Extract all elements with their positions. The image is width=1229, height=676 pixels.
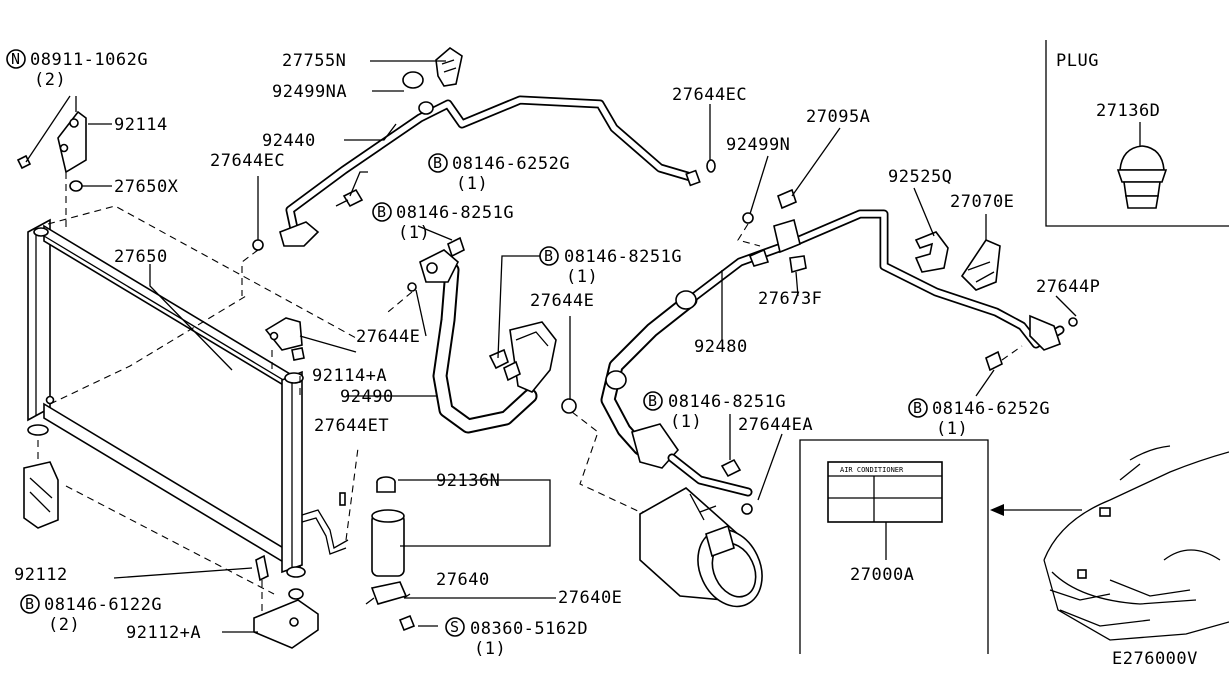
label-08146-8251g-b-qty: (1) [566,267,598,287]
label-08146-6122g: 08146-6122G [44,595,162,615]
callout-n-08911-1062g: N 08911-1062G (2) [6,49,148,90]
label-27070e: 27070E [950,192,1014,212]
bracket-92114 [16,110,87,232]
compressor [639,487,763,608]
plug-27136d [1116,145,1168,209]
label-27644e-a: 27644E [356,327,420,347]
label-08146-6252g-b: 08146-6252G [932,399,1050,419]
marker-b: B [377,203,386,221]
label-92490: 92490 [340,387,394,407]
label-08146-8251g-c: 08146-8251G [668,392,786,412]
label-27640e: 27640E [558,588,622,608]
figure-code: E276000V [1112,649,1198,669]
label-27650x: 27650X [114,177,179,197]
bracket-92114-a [264,317,305,372]
label-08911-1062g-qty: (2) [34,70,66,90]
marker-b: B [648,392,657,410]
pipe-27644et [301,447,359,555]
marker-n: N [11,50,20,68]
callout-b-08146-8251g-c: B 08146-8251G (1) [643,391,786,432]
o-ring-27644ec-a [252,239,264,251]
plug-inset: PLUG 27136D [1045,40,1229,227]
label-92114-a: 92114+A [312,366,387,386]
hose-92490 [387,236,703,513]
label-27673f: 27673F [758,289,822,309]
label-27644ea: 27644EA [738,415,813,435]
label-27644ec-b: 27644EC [672,85,747,105]
label-92480: 92480 [694,337,748,357]
bracket-27095a [737,188,807,274]
label-27644e-b: 27644E [530,291,594,311]
sticker-title: AIR CONDITIONER [840,466,904,474]
callout-b-08146-6122g: B 08146-6122G (2) [20,594,162,635]
bolt-08146-6252g-a [335,188,364,208]
label-92112-a: 92112+A [126,623,201,643]
marker-b: B [913,399,922,417]
arrow-to-car [990,504,1082,516]
label-92525q: 92525Q [888,167,952,187]
bracket-92112-a [253,554,319,649]
callout-b-08146-8251g-b: B 08146-8251G (1) [539,246,682,287]
label-08911-1062g: 08911-1062G [30,50,148,70]
label-27136d: 27136D [1096,101,1160,121]
plug-title: PLUG [1056,51,1099,71]
marker-s: S [450,618,459,636]
label-08146-8251g-b: 08146-8251G [564,247,682,267]
label-27755n: 27755N [282,51,346,71]
callout-b-08146-6252g-b: B 08146-6252G (1) [908,398,1050,439]
label-92440: 92440 [262,131,316,151]
label-08146-8251g-a-qty: (1) [398,223,430,243]
label-27644p: 27644P [1036,277,1100,297]
label-27644et: 27644ET [314,416,389,436]
bracket-92112 [23,440,275,595]
label-92499na: 92499NA [272,82,347,102]
marker-b: B [433,154,442,172]
car-front-view [1043,445,1229,641]
label-08360-5162d-qty: (1) [474,639,506,659]
callout-b-08146-6252g-a: B 08146-6252G (1) [428,153,570,194]
label-27095a: 27095A [806,107,870,127]
condenser-27650 [27,205,357,578]
label-inset: AIR CONDITIONER 27000A [799,439,989,654]
marker-b: B [25,595,34,613]
label-92136n: 92136N [436,471,500,491]
pipe-92440 [279,95,716,247]
label-08146-8251g-a: 08146-8251G [396,203,514,223]
clip-27070e [960,239,1001,291]
clamp-92525q [914,231,949,273]
label-27000a: 27000A [850,565,914,585]
label-08146-6122g-qty: (2) [48,615,80,635]
label-27640: 27640 [436,570,490,590]
label-27650: 27650 [114,247,168,267]
marker-b: B [544,247,553,265]
label-92499n: 92499N [726,135,790,155]
liquid-tank-27640 [365,476,416,632]
label-08146-6252g-a: 08146-6252G [452,154,570,174]
label-08146-8251g-c-qty: (1) [670,412,702,432]
clip-27755n [402,46,463,89]
label-08146-6252g-a-qty: (1) [456,174,488,194]
label-27644ec-a: 27644EC [210,151,285,171]
label-92114: 92114 [114,115,168,135]
label-92112: 92112 [14,565,68,585]
leader-lines [25,60,1077,633]
callout-b-08146-8251g-a: B 08146-8251G (1) [372,202,514,243]
label-08360-5162d: 08360-5162D [470,619,588,639]
label-08146-6252g-b-qty: (1) [936,419,968,439]
hose-92480 [600,209,1078,515]
callout-s-08360-5162d: S 08360-5162D (1) [445,617,588,659]
